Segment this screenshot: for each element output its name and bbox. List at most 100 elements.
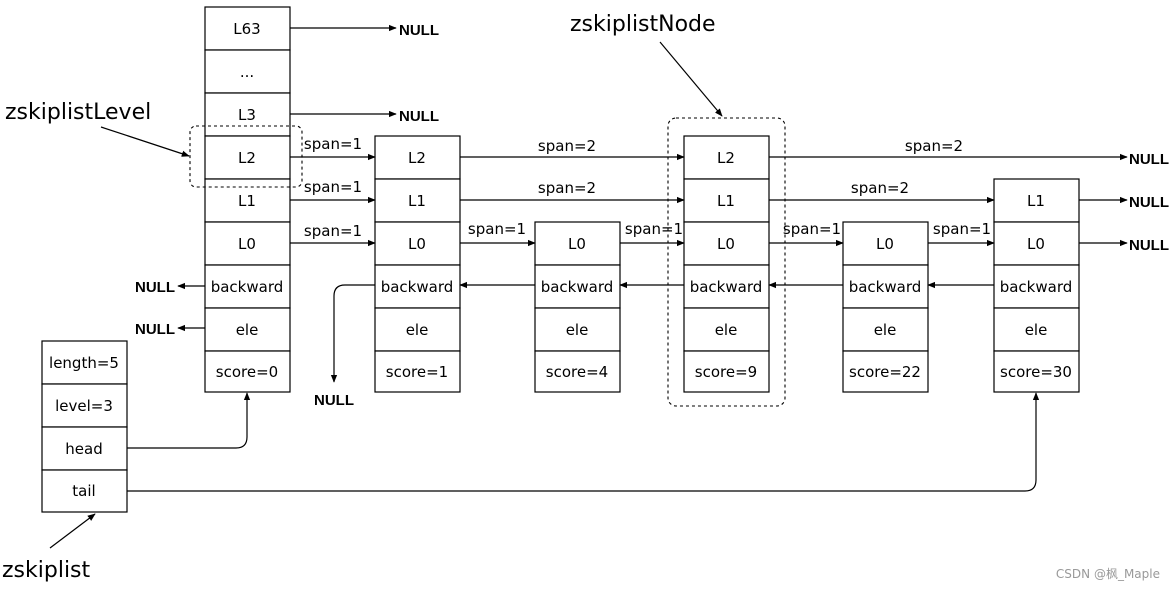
node5-cell-l0 <box>993 221 1080 266</box>
header-label-l3: L3 <box>238 106 256 124</box>
header-label-ele: ele <box>236 321 259 339</box>
header-cell-ele <box>204 307 291 352</box>
zskiplist-label-length: length=5 <box>49 354 119 372</box>
zskiplist-label-head: head <box>65 440 102 458</box>
node-4: L0 backward ele score=22 <box>842 221 929 393</box>
node5-label-l1: L1 <box>1027 192 1045 210</box>
span-node3-l0: span=1 <box>783 220 841 238</box>
node1-label-backward: backward <box>381 278 454 296</box>
null-header-l3: NULL <box>399 108 439 125</box>
node4-cell-score <box>842 350 929 393</box>
node1-cell-l0 <box>374 221 461 266</box>
node1-cell-score <box>374 350 461 393</box>
node-3: L2 L1 L0 backward ele score=9 <box>683 135 770 393</box>
node-2: L0 backward ele score=4 <box>534 221 621 393</box>
arrow-tail-pointer <box>127 392 1040 492</box>
node2-cell-backward <box>534 264 621 309</box>
node3-label-score: score=9 <box>695 363 757 381</box>
header-cell-l3 <box>204 92 291 137</box>
span-header-l1: span=1 <box>304 178 362 196</box>
node2-label-backward: backward <box>541 278 614 296</box>
arrow-node1-backward-null <box>330 284 375 383</box>
label-zskiplist: zskiplist <box>2 558 91 583</box>
node1-cell-l2 <box>374 135 461 180</box>
node1-label-score: score=1 <box>386 363 448 381</box>
node3-cell-l1 <box>683 178 770 223</box>
node5-cell-score <box>993 350 1080 393</box>
label-zskiplistlevel: zskiplistLevel <box>5 100 151 125</box>
header-label-l2: L2 <box>238 149 256 167</box>
node1-label-ele: ele <box>406 321 429 339</box>
zskiplist-label-level: level=3 <box>55 397 113 415</box>
null-node5-l1: NULL <box>1129 194 1169 211</box>
node1-cell-ele <box>374 307 461 352</box>
header-cell-l63 <box>204 6 291 51</box>
header-label-ellipsis: ... <box>240 63 254 81</box>
arrow-head-pointer <box>127 392 251 449</box>
node-1: L2 L1 L0 backward ele score=1 <box>374 135 461 393</box>
header-cell-score <box>204 350 291 393</box>
node5-cell-ele <box>993 307 1080 352</box>
node2-label-l0: L0 <box>568 235 586 253</box>
node4-label-l0: L0 <box>876 235 894 253</box>
span-node2-l0: span=1 <box>625 220 683 238</box>
node5-label-l0: L0 <box>1027 235 1045 253</box>
zskiplist-label-tail: tail <box>72 482 95 500</box>
node3-label-backward: backward <box>690 278 763 296</box>
null-header-ele: NULL <box>135 321 175 338</box>
node4-label-ele: ele <box>874 321 897 339</box>
watermark: CSDN @枫_Maple <box>1056 566 1160 581</box>
node5-label-ele: ele <box>1025 321 1048 339</box>
node-5: L1 L0 backward ele score=30 <box>993 178 1080 393</box>
zskiplist-cell-tail <box>41 469 128 513</box>
arrow-zskiplistnode-callout <box>659 41 723 117</box>
span-node1-l0: span=1 <box>468 220 526 238</box>
zskiplist-struct: length=5 level=3 head tail <box>41 340 128 513</box>
node2-label-ele: ele <box>566 321 589 339</box>
node4-label-backward: backward <box>849 278 922 296</box>
node1-label-l2: L2 <box>408 149 426 167</box>
header-label-score: score=0 <box>216 363 278 381</box>
node2-label-score: score=4 <box>546 363 608 381</box>
node2-cell-ele <box>534 307 621 352</box>
node4-label-score: score=22 <box>849 363 921 381</box>
span-header-l2: span=1 <box>304 135 362 153</box>
zskiplist-cell-head <box>41 426 128 471</box>
span-node4-l0: span=1 <box>933 220 991 238</box>
header-node: L63 ... L3 L2 L1 L0 backward ele score=0 <box>204 6 291 393</box>
label-zskiplistnode: zskiplistNode <box>570 12 716 37</box>
span-node1-l1: span=2 <box>538 179 596 197</box>
header-label-l63: L63 <box>233 20 260 38</box>
header-label-backward: backward <box>211 278 284 296</box>
span-node3-l1: span=2 <box>851 179 909 197</box>
node3-label-l0: L0 <box>717 235 735 253</box>
null-node3-l2: NULL <box>1129 151 1169 168</box>
null-header-backward: NULL <box>135 279 175 296</box>
node4-cell-backward <box>842 264 929 309</box>
null-node1-backward: NULL <box>314 392 354 409</box>
header-label-l0: L0 <box>238 235 256 253</box>
zskiplistnode-highlight <box>667 117 786 407</box>
node3-label-ele: ele <box>715 321 738 339</box>
span-header-l0: span=1 <box>304 222 362 240</box>
arrow-zskiplist-callout <box>49 513 96 549</box>
arrow-zskiplistlevel-callout <box>100 126 190 157</box>
span-node3-l2: span=2 <box>905 137 963 155</box>
node3-label-l1: L1 <box>717 192 735 210</box>
span-node1-l2: span=2 <box>538 137 596 155</box>
header-cell-ellipsis <box>204 49 291 94</box>
node3-cell-ele <box>683 307 770 352</box>
node3-cell-l2 <box>683 135 770 180</box>
zskiplist-cell-level <box>41 383 128 428</box>
node3-label-l2: L2 <box>717 149 735 167</box>
header-label-l1: L1 <box>238 192 256 210</box>
node3-cell-l0 <box>683 221 770 266</box>
node1-label-l1: L1 <box>408 192 426 210</box>
node5-label-backward: backward <box>1000 278 1073 296</box>
null-header-l63: NULL <box>399 22 439 39</box>
node2-cell-score <box>534 350 621 393</box>
header-cell-l0 <box>204 221 291 266</box>
node3-cell-backward <box>683 264 770 309</box>
node4-cell-ele <box>842 307 929 352</box>
